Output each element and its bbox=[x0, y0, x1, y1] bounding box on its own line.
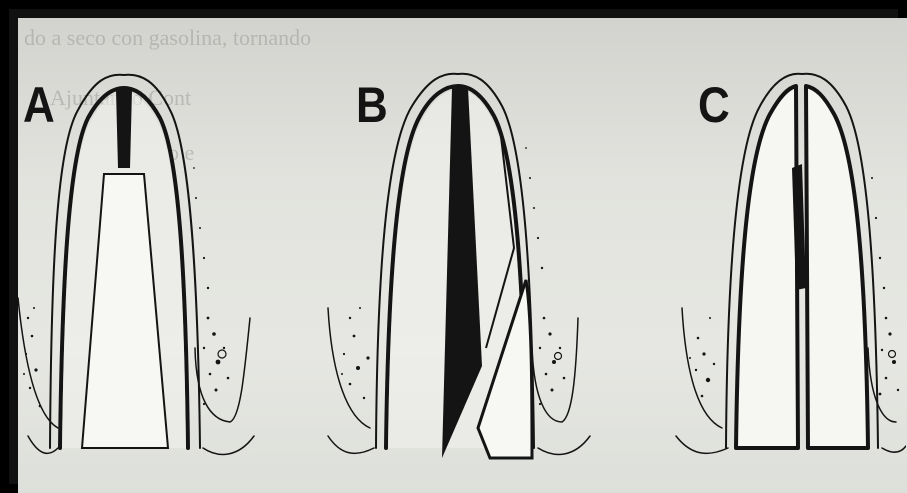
gum-line bbox=[682, 308, 722, 428]
paper-background: do a seco con gasolina, tornando Ajuntan… bbox=[18, 18, 907, 493]
gum-line bbox=[532, 318, 578, 422]
panel-c-drawing bbox=[610, 18, 906, 493]
bone-base bbox=[203, 436, 254, 454]
left-fragment bbox=[736, 86, 798, 448]
gum-line bbox=[868, 348, 896, 422]
bone-base bbox=[328, 436, 374, 453]
bone-base bbox=[28, 436, 58, 453]
panel-label-c: C bbox=[698, 80, 730, 130]
panel-b: B bbox=[314, 18, 610, 493]
panel-a-drawing bbox=[18, 18, 314, 493]
bone-base bbox=[538, 436, 590, 454]
panel-label-b: B bbox=[356, 80, 388, 130]
gum-line bbox=[328, 308, 370, 428]
bone-base bbox=[676, 436, 728, 453]
panel-a: A bbox=[18, 18, 314, 493]
panel-c: C bbox=[610, 18, 906, 493]
bone-base bbox=[882, 446, 906, 452]
gum-line bbox=[195, 318, 250, 422]
panel-label-a: A bbox=[23, 80, 55, 130]
fracture-gap bbox=[116, 90, 132, 168]
right-fragment bbox=[806, 86, 868, 448]
